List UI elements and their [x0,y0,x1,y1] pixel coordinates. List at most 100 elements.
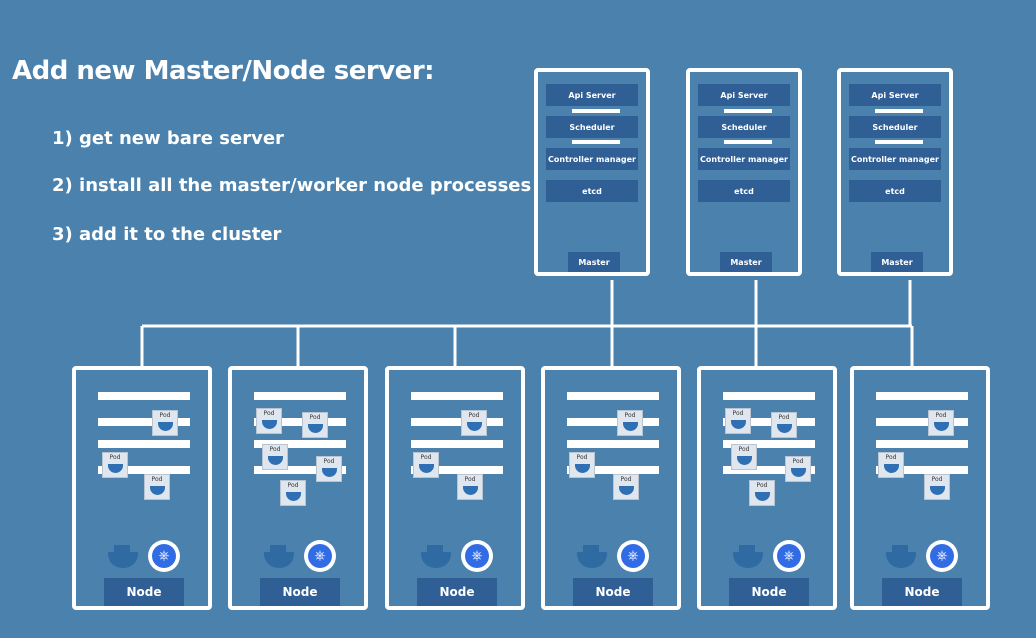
pod: Pod [262,444,288,470]
docker-icon [419,464,434,473]
etcd-box: etcd [849,180,941,202]
step-2: 2) install all the master/worker node pr… [52,175,532,196]
kubernetes-icon: ⎈ [773,540,805,572]
docker-icon [733,545,763,568]
pod: Pod [878,452,904,478]
slide-title: Add new Master/Node server: [12,56,435,86]
process-line [876,466,968,474]
docker-icon [467,422,482,431]
process-line [98,440,190,448]
divider [724,140,772,144]
worker-node-1: Pod Pod Pod ⎈ Node [72,366,212,610]
process-line [567,440,659,448]
master-label: Master [720,252,772,272]
process-line [876,440,968,448]
etcd-box: etcd [698,180,790,202]
process-line [411,392,503,400]
process-line [254,392,346,400]
docker-icon [737,456,752,465]
docker-icon [886,545,916,568]
divider [572,109,620,113]
docker-icon [108,545,138,568]
docker-icon [322,468,337,477]
docker-icon [150,486,165,495]
node-label: Node [104,578,184,606]
process-line [411,440,503,448]
master-label: Master [871,252,923,272]
pod: Pod [771,412,797,438]
pod: Pod [152,410,178,436]
api-server-box: Api Server [698,84,790,106]
docker-icon [463,486,478,495]
kubernetes-icon: ⎈ [304,540,336,572]
controller-manager-box: Controller manager [698,148,790,170]
api-server-box: Api Server [849,84,941,106]
docker-icon [777,424,792,433]
master-server-1: Api Server Scheduler Controller manager … [534,68,650,276]
worker-node-5: Pod Pod Pod Pod Pod ⎈ Node [697,366,837,610]
process-line [254,440,346,448]
worker-node-4: Pod Pod Pod ⎈ Node [541,366,681,610]
process-line [567,392,659,400]
docker-icon [930,486,945,495]
pod: Pod [924,474,950,500]
docker-icon [619,486,634,495]
process-line [876,418,968,426]
process-line [567,418,659,426]
pod: Pod [413,452,439,478]
docker-icon [268,456,283,465]
kubernetes-icon: ⎈ [461,540,493,572]
node-label: Node [573,578,653,606]
docker-icon [308,424,323,433]
pod: Pod [617,410,643,436]
docker-icon [577,545,607,568]
docker-icon [262,420,277,429]
step-1: 1) get new bare server [52,128,284,149]
worker-node-3: Pod Pod Pod ⎈ Node [385,366,525,610]
pod: Pod [302,412,328,438]
docker-icon [755,492,770,501]
pod: Pod [457,474,483,500]
divider [875,109,923,113]
master-server-3: Api Server Scheduler Controller manager … [837,68,953,276]
pod: Pod [102,452,128,478]
docker-icon [421,545,451,568]
process-line [411,418,503,426]
process-line [98,418,190,426]
process-line [723,418,815,426]
process-line [254,418,346,426]
divider [724,109,772,113]
docker-icon [158,422,173,431]
kubernetes-icon: ⎈ [926,540,958,572]
master-label: Master [568,252,620,272]
process-line [98,392,190,400]
process-line [254,466,346,474]
worker-node-6: Pod Pod Pod ⎈ Node [850,366,990,610]
pod: Pod [725,408,751,434]
docker-icon [623,422,638,431]
docker-icon [286,492,301,501]
docker-icon [791,468,806,477]
api-server-box: Api Server [546,84,638,106]
pod: Pod [280,480,306,506]
docker-icon [575,464,590,473]
pod: Pod [928,410,954,436]
divider [875,140,923,144]
pod: Pod [749,480,775,506]
pod: Pod [613,474,639,500]
etcd-box: etcd [546,180,638,202]
pod: Pod [256,408,282,434]
node-label: Node [729,578,809,606]
scheduler-box: Scheduler [849,116,941,138]
node-label: Node [417,578,497,606]
docker-icon [264,545,294,568]
pod: Pod [569,452,595,478]
pod: Pod [785,456,811,482]
kubernetes-icon: ⎈ [148,540,180,572]
process-line [567,466,659,474]
scheduler-box: Scheduler [546,116,638,138]
controller-manager-box: Controller manager [849,148,941,170]
pod: Pod [731,444,757,470]
node-label: Node [260,578,340,606]
worker-node-2: Pod Pod Pod Pod Pod ⎈ Node [228,366,368,610]
